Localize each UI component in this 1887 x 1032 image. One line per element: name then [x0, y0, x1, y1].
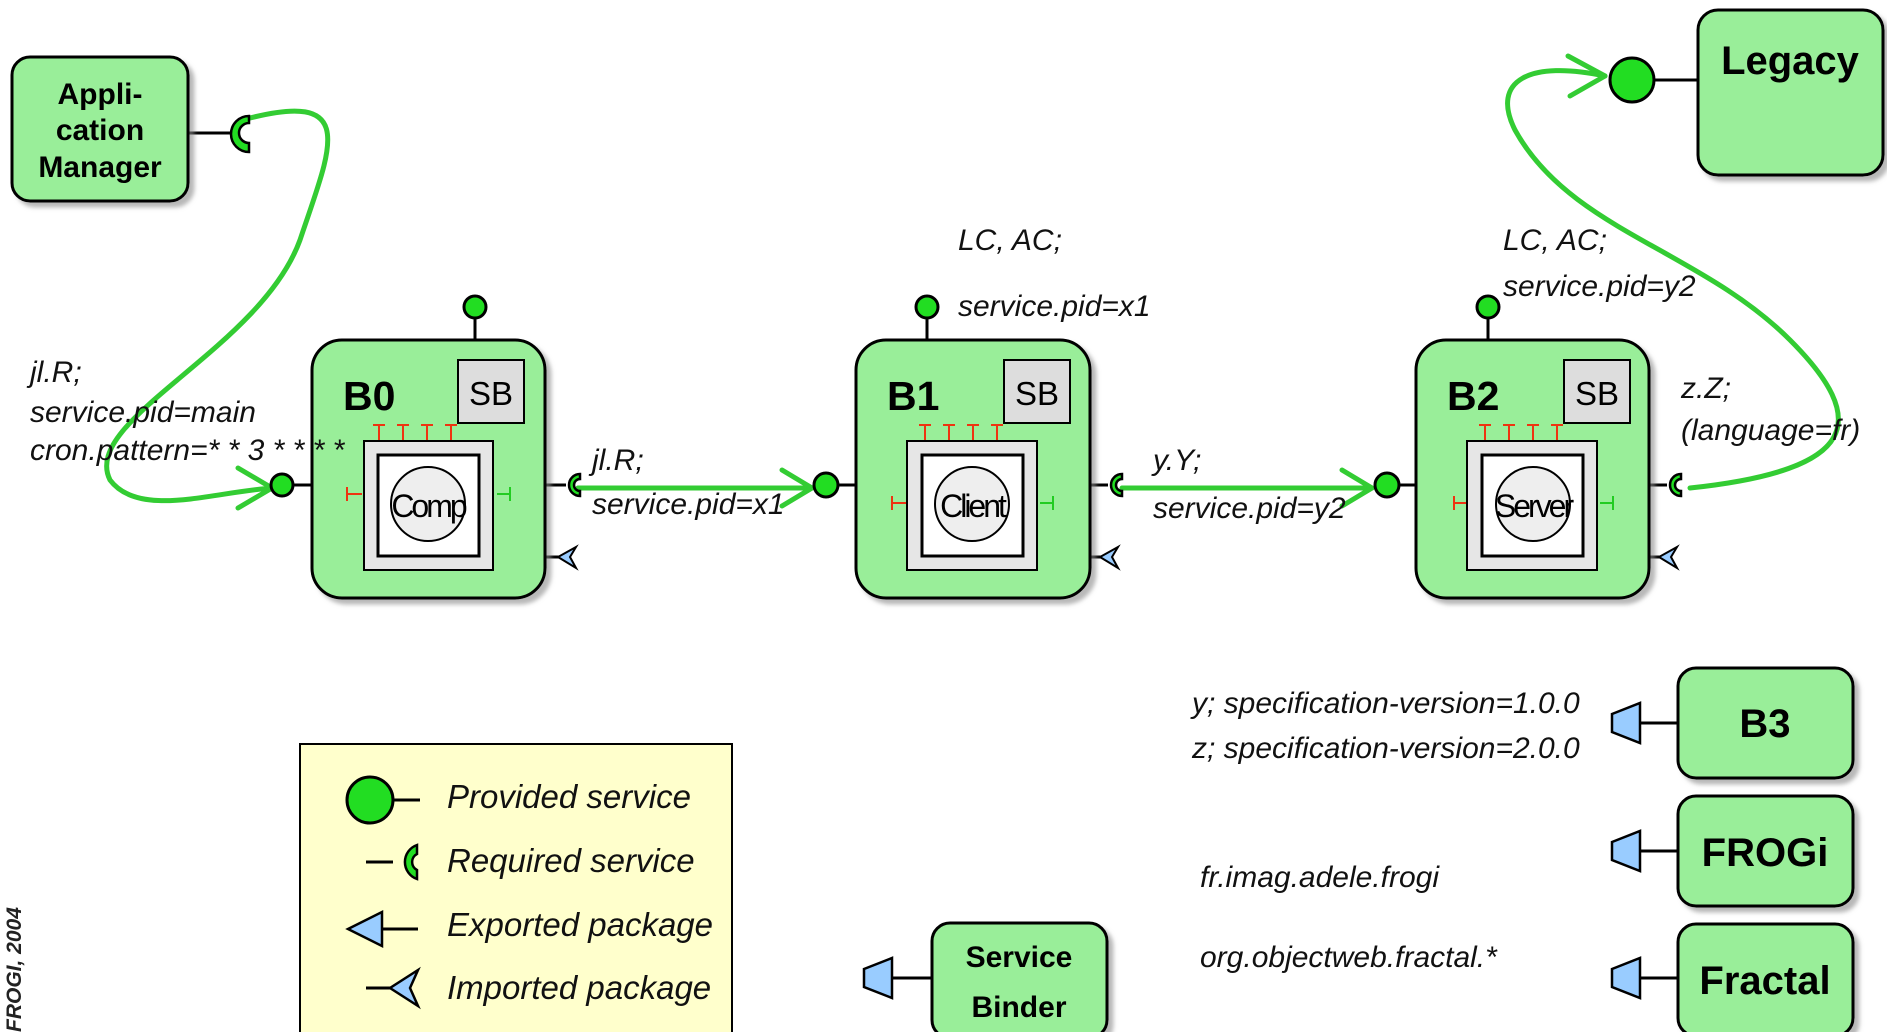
arrowhead-b1 — [779, 467, 815, 509]
fractal-label: Fractal — [1699, 959, 1830, 1003]
provided-service-icon — [1608, 56, 1656, 104]
service-binder-module[interactable]: Service Binder — [862, 921, 1109, 1032]
b0-required-line-2: service.pid=main — [30, 396, 256, 429]
component-core — [1495, 466, 1571, 542]
frogi-package: fr.imag.adele.frogi — [1200, 861, 1440, 894]
legend: Provided service Required service Export… — [299, 743, 733, 1032]
exported-package-icon — [862, 956, 894, 1000]
b2-props-line-2: service.pid=y2 — [1503, 270, 1696, 303]
b3-package-line-1: y; specification-version=1.0.0 — [1190, 687, 1580, 720]
legend-item-imported: Imported package — [366, 966, 711, 1010]
b2-required-line-2: (language=fr) — [1681, 414, 1860, 447]
service-binder-line-1: Service — [966, 941, 1073, 974]
provided-service-icon — [1373, 471, 1401, 499]
exported-package-icon — [1610, 701, 1642, 745]
component-core — [390, 466, 466, 542]
legend-item-required: Required service — [366, 842, 695, 881]
bundle-b0[interactable]: B0 SB Comp — [269, 294, 582, 600]
b3-package-line-2: z; specification-version=2.0.0 — [1191, 732, 1580, 765]
b3-label: B3 — [1739, 702, 1790, 746]
sb-box — [1003, 359, 1071, 424]
sb-box — [1563, 359, 1631, 424]
legend-required-label: Required service — [447, 842, 695, 879]
b1-b2-link-line-1: y.Y; — [1151, 444, 1201, 477]
provided-service-icon — [269, 472, 295, 498]
required-service-icon — [1109, 472, 1124, 498]
b2-props-line-1: LC, AC; — [1503, 224, 1607, 257]
provided-service-icon — [462, 294, 488, 320]
service-binder-line-2: Binder — [971, 991, 1066, 1024]
bundle-label: B1 — [887, 373, 939, 419]
provided-service-icon — [914, 294, 940, 320]
bundle-b2[interactable]: B2 SB Server — [1373, 294, 1683, 600]
legend-imported-label: Imported package — [447, 969, 711, 1006]
b0-required-line-3: cron.pattern=* * 3 * * * * — [30, 434, 346, 467]
legend-exported-label: Exported package — [447, 906, 713, 943]
provided-service-icon — [345, 775, 395, 825]
exported-package-icon — [1610, 829, 1642, 873]
legacy-label: Legacy — [1721, 39, 1860, 83]
annotations: jl.R; service.pid=main cron.pattern=* * … — [26, 224, 1860, 974]
required-service-icon — [229, 114, 251, 154]
legend-item-provided: Provided service — [345, 775, 691, 825]
component-name: Comp — [391, 488, 467, 524]
arrowhead-legacy — [1565, 53, 1608, 99]
b1-props-line-1: LC, AC; — [958, 224, 1062, 257]
legacy-module[interactable]: Legacy — [1608, 8, 1885, 177]
copyright-text: FROGI, 2004 — [3, 907, 26, 1032]
link-b2-to-legacy — [1505, 68, 1841, 491]
sb-label: SB — [469, 375, 513, 412]
b3-module[interactable]: B3 — [1610, 666, 1855, 780]
provided-service-icon — [812, 471, 840, 499]
provided-service-icon — [1475, 294, 1501, 320]
sb-box — [457, 359, 525, 424]
bundle-label: B2 — [1447, 373, 1499, 419]
legend-item-exported: Exported package — [345, 906, 713, 949]
link-appmanager-to-b0 — [104, 108, 331, 504]
app-manager-line-1: Appli- — [58, 78, 143, 111]
app-manager-line-2: cation — [56, 114, 144, 147]
imported-package-icon — [1098, 544, 1121, 571]
b0-b1-link-line-1: jl.R; — [588, 444, 644, 477]
imported-package-icon — [1657, 544, 1680, 571]
required-service-icon — [403, 843, 419, 881]
sb-label: SB — [1575, 375, 1619, 412]
imported-package-icon — [556, 544, 579, 571]
arrowhead-b2 — [1339, 467, 1375, 509]
component-core — [934, 466, 1010, 542]
b2-required-line-1: z.Z; — [1680, 372, 1731, 405]
frogi-label: FROGi — [1702, 831, 1829, 875]
required-service-icon — [567, 472, 582, 498]
app-manager-line-3: Manager — [38, 151, 162, 184]
b0-b1-link-line-2: service.pid=x1 — [592, 488, 785, 521]
fractal-package: org.objectweb.fractal.* — [1200, 941, 1498, 974]
bundle-label: B0 — [343, 373, 395, 419]
fractal-module[interactable]: Fractal — [1610, 922, 1855, 1032]
required-service-icon — [1668, 472, 1683, 498]
sb-label: SB — [1015, 375, 1059, 412]
b1-b2-link-line-2: service.pid=y2 — [1153, 492, 1346, 525]
component-name: Server — [1495, 488, 1575, 524]
b0-required-line-1: jl.R; — [26, 356, 82, 389]
legend-provided-label: Provided service — [447, 778, 691, 815]
exported-package-icon — [1610, 956, 1642, 1000]
b1-props-line-2: service.pid=x1 — [958, 290, 1151, 323]
component-name: Client — [940, 488, 1007, 524]
frogi-module[interactable]: FROGi — [1610, 794, 1855, 908]
imported-package-icon — [387, 966, 421, 1010]
application-manager-module[interactable]: Appli- cation Manager — [10, 55, 251, 203]
bundle-b1[interactable]: B1 SB Client — [812, 294, 1124, 600]
service-bindings — [104, 53, 1841, 511]
